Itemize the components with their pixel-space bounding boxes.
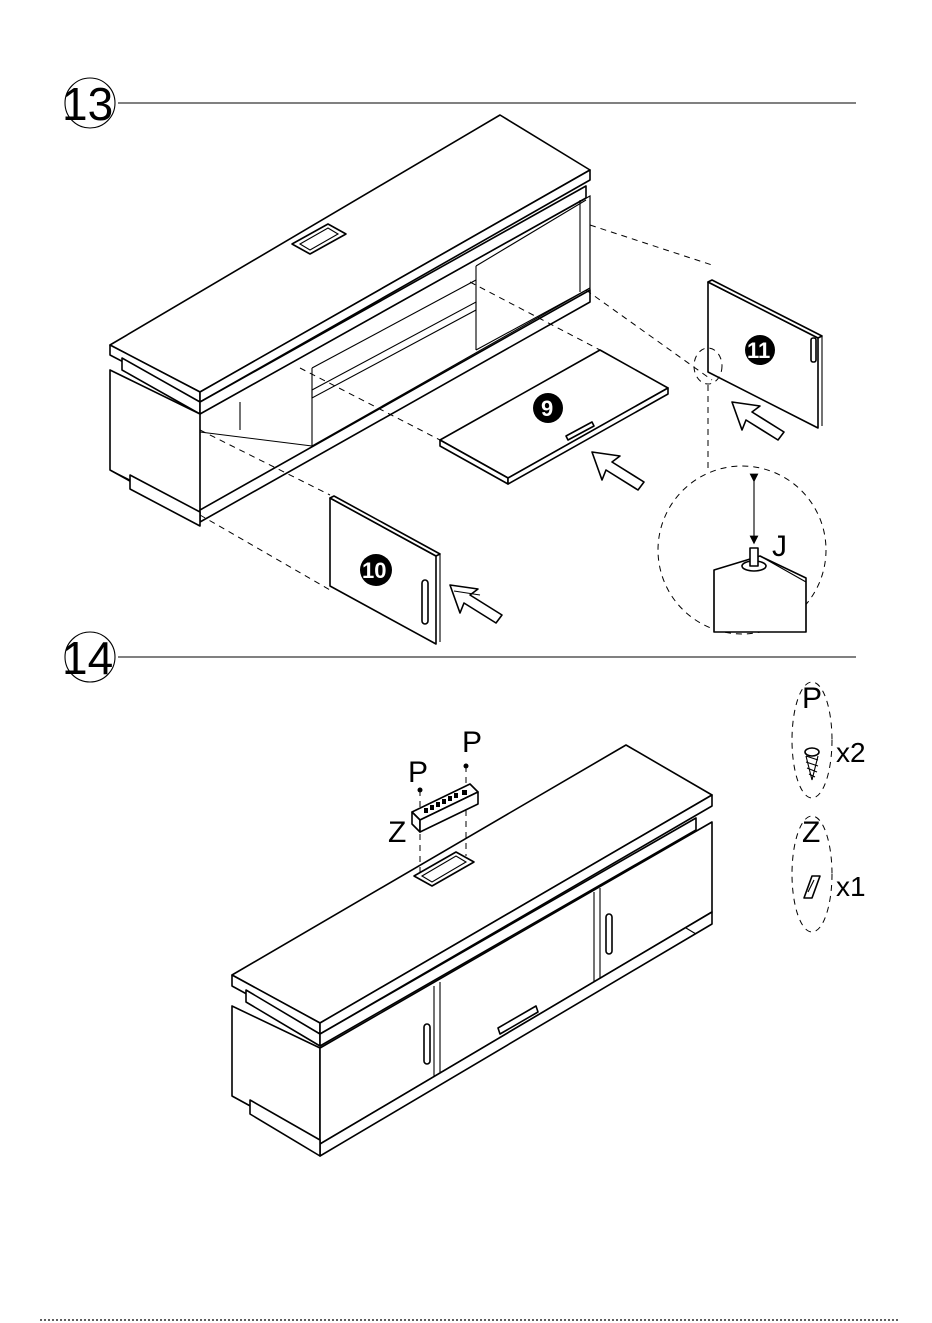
detail-label-j: J xyxy=(772,530,787,563)
door-left-10: 10 xyxy=(330,496,440,644)
power-strip-icon xyxy=(804,876,820,898)
label-p-left: P xyxy=(408,756,428,789)
push-arrow-icon xyxy=(732,402,784,440)
hardware-z-qty: x1 xyxy=(836,871,866,902)
step-14-number: 14 xyxy=(62,632,113,684)
hardware-z: Z x1 xyxy=(792,816,866,932)
part-number-10: 10 xyxy=(362,558,386,583)
label-z: Z xyxy=(388,816,406,849)
hardware-p-label: P xyxy=(802,682,822,715)
step-14: 14 xyxy=(62,632,866,1156)
hardware-legend: P x2 Z x1 xyxy=(792,682,866,932)
push-arrow-icon xyxy=(592,452,644,490)
detail-hinge-j: J xyxy=(658,466,826,634)
step-13-header: 13 xyxy=(62,78,856,130)
part-number-11: 11 xyxy=(747,338,770,363)
step-14-header: 14 xyxy=(62,632,856,684)
step-13-number: 13 xyxy=(62,78,113,130)
hardware-z-label: Z xyxy=(802,816,820,849)
door-flap-9: 9 xyxy=(440,350,668,484)
screw-p-right-icon xyxy=(464,764,469,769)
label-p-right: P xyxy=(462,726,482,759)
step-13: 13 xyxy=(62,78,856,644)
hardware-p-qty: x2 xyxy=(836,737,866,768)
hardware-p: P x2 xyxy=(792,682,866,798)
screw-icon xyxy=(805,748,819,780)
push-arrow-icon xyxy=(450,585,502,623)
part-number-9: 9 xyxy=(541,396,553,421)
